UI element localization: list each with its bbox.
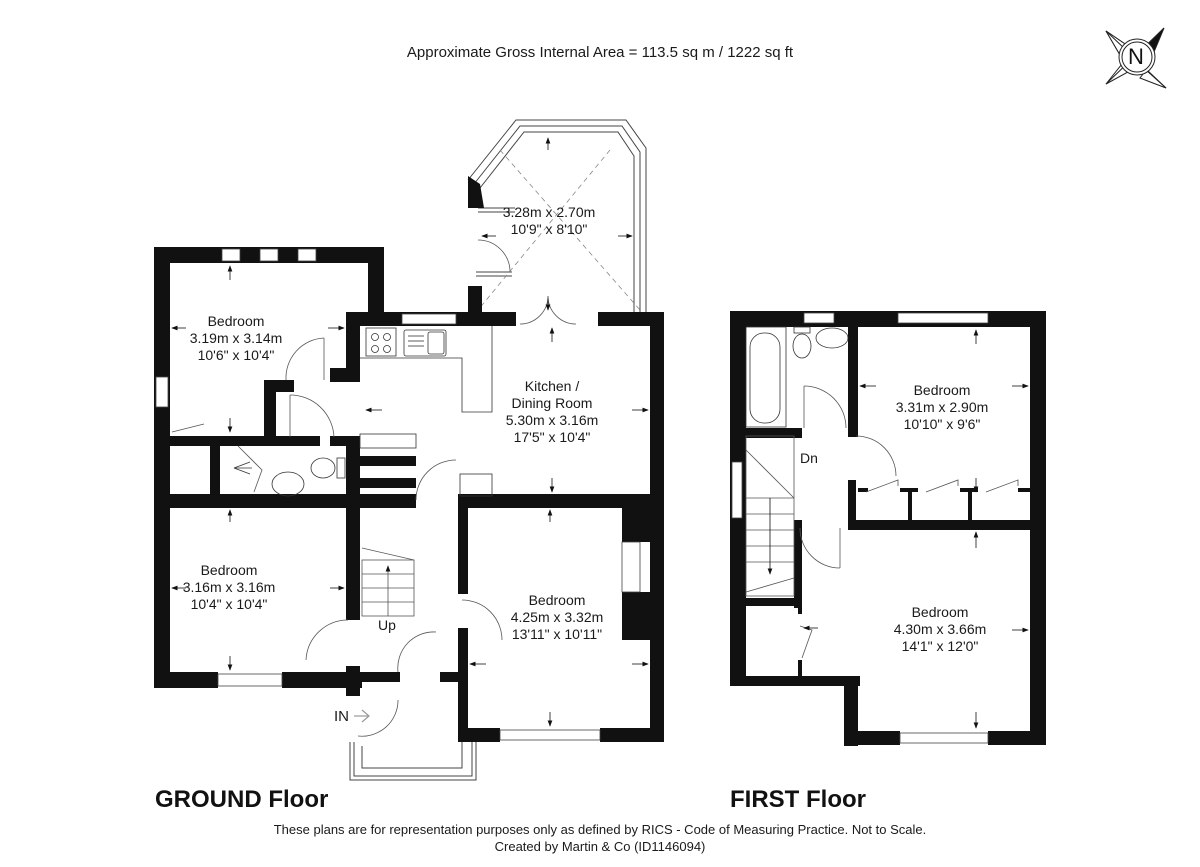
room-label-bedroom-1: Bedroom 3.19m x 3.14m 10'6" x 10'4"	[189, 313, 283, 363]
credit-text: Created by Martin & Co (ID1146094)	[494, 839, 706, 854]
entrance-arrow-icon	[354, 709, 370, 723]
gross-internal-area: Approximate Gross Internal Area = 113.5 …	[406, 44, 794, 61]
room-label-bedroom-2: Bedroom 3.16m x 3.16m 10'4" x 10'4"	[182, 562, 276, 612]
first-floor-title: FIRST Floor	[730, 786, 866, 813]
stairs-up-label: Up	[378, 617, 396, 633]
room-label-first-bedroom-2: Bedroom 4.30m x 3.66m 14'1" x 12'0"	[893, 604, 987, 654]
room-label-conservatory: 3.28m x 2.70m 10'9" x 8'10"	[502, 204, 596, 237]
first-floor-plan	[730, 311, 1046, 746]
disclaimer-text: These plans are for representation purpo…	[273, 822, 927, 837]
entrance-label: IN	[334, 708, 349, 725]
room-label-kitchen-dining: Kitchen / Dining Room 5.30m x 3.16m 17'5…	[505, 378, 599, 445]
north-compass-icon	[1105, 27, 1167, 89]
ground-floor-plan	[154, 119, 664, 781]
compass-north-letter: N	[1128, 44, 1144, 69]
room-label-bedroom-3: Bedroom 4.25m x 3.32m 13'11" x 10'11"	[510, 592, 604, 642]
stairs-down-label: Dn	[800, 450, 818, 466]
ground-floor-title: GROUND Floor	[155, 786, 329, 813]
room-label-first-bedroom-1: Bedroom 3.31m x 2.90m 10'10" x 9'6"	[895, 382, 989, 432]
